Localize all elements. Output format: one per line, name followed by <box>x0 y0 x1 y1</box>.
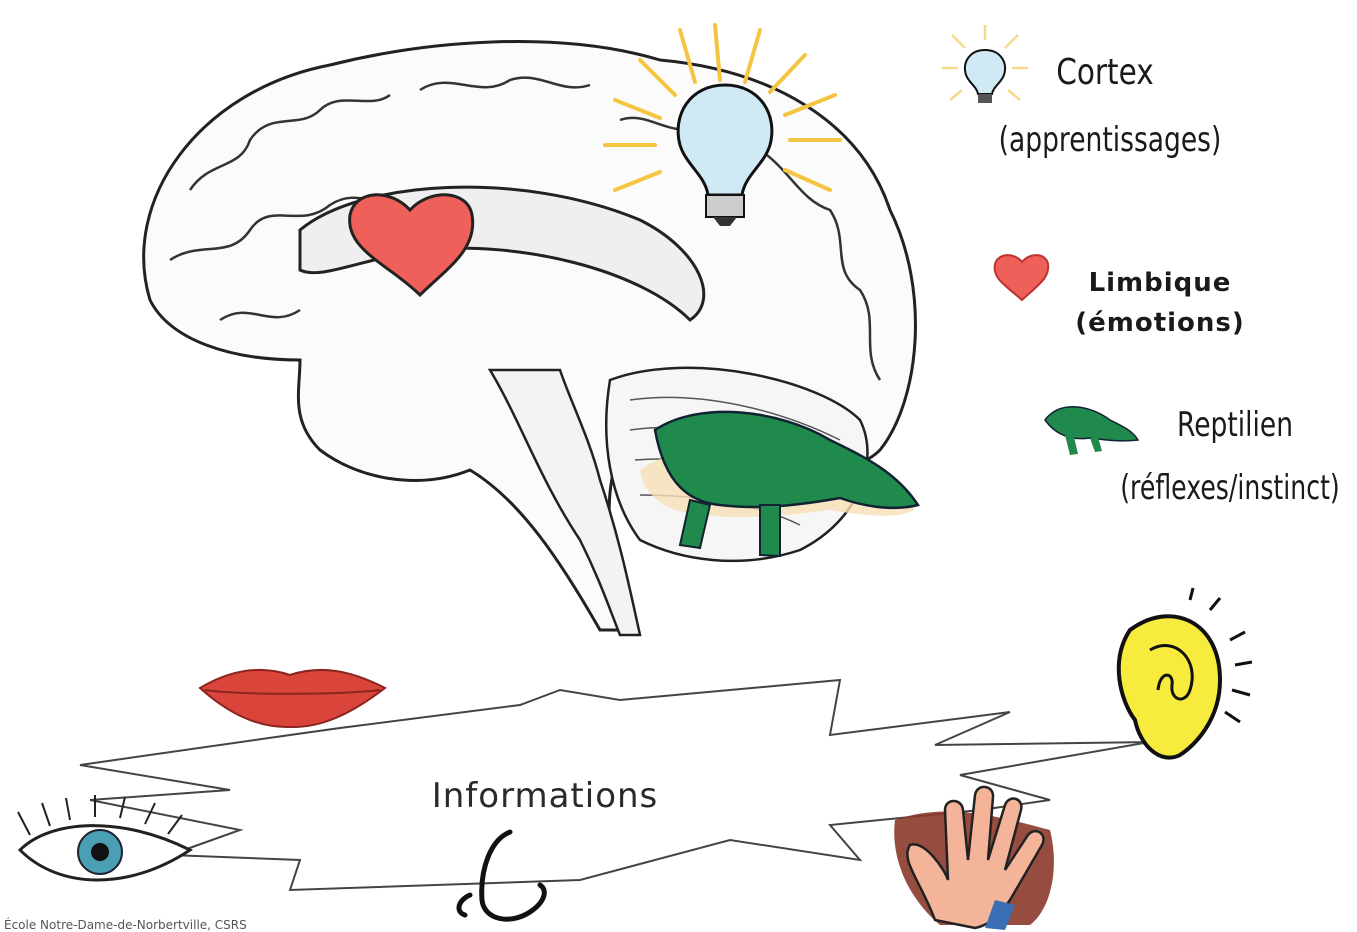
legend-crocodile-icon <box>1045 407 1138 455</box>
legend-limbique-subtitle: (émotions) <box>1045 308 1275 338</box>
legend-cortex-title: Cortex <box>1052 52 1159 93</box>
brain-illustration <box>144 41 916 635</box>
legend-reptilien-title: Reptilien <box>1177 405 1294 445</box>
ear-icon <box>1119 588 1252 758</box>
informations-label: Informations <box>400 776 690 816</box>
lips-icon <box>200 670 385 727</box>
legend-cortex-subtitle: (apprentissages) <box>993 120 1227 160</box>
legend-lightbulb-icon <box>942 25 1028 103</box>
legend-reptilien-subtitle: (réflexes/instinct) <box>1119 468 1341 508</box>
legend-limbique-title: Limbique <box>1060 268 1260 298</box>
legend-heart-icon <box>995 255 1049 300</box>
